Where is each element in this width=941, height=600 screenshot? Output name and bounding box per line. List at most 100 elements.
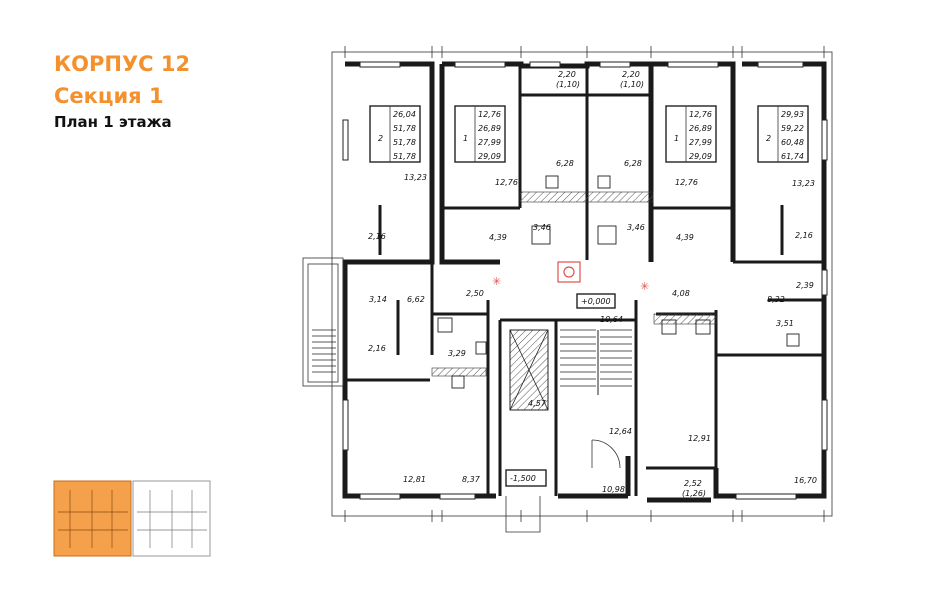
- window: [821, 119, 828, 161]
- area-total-k1: 60,48: [781, 138, 804, 147]
- area-total-k2: 29,09: [478, 152, 501, 161]
- bath-fixture: [451, 375, 465, 389]
- apartment-rooms: 1: [674, 134, 679, 143]
- bath-fixture: [437, 317, 453, 333]
- room-area: 12,76: [675, 178, 698, 187]
- elevator: [509, 329, 549, 411]
- window: [359, 493, 401, 500]
- area-total-k1: 27,99: [478, 138, 501, 147]
- area-living: 26,04: [393, 110, 416, 119]
- level-ground: +0,000: [581, 297, 611, 306]
- room-area: 6,28: [556, 159, 574, 168]
- room-area: (1,10): [620, 80, 644, 89]
- room-area: 3,29: [448, 349, 466, 358]
- room-area: 8,32: [767, 295, 785, 304]
- bath-fixture: [695, 319, 711, 335]
- room-area: 3,51: [776, 319, 794, 328]
- window: [342, 119, 349, 161]
- area-total-k2: 61,74: [781, 152, 804, 161]
- fire-detector-icon: ✳: [640, 281, 649, 293]
- area-living: 12,76: [478, 110, 501, 119]
- room-area: 2,52: [684, 479, 702, 488]
- room-area: 12,81: [403, 475, 426, 484]
- area-living: 12,76: [689, 110, 712, 119]
- plumbing-fixtures: [437, 175, 800, 389]
- area-total-k1: 27,99: [689, 138, 712, 147]
- area-total: 59,22: [781, 124, 804, 133]
- apartment-area-table: 2 29,93 59,22 60,48 61,74: [757, 105, 809, 163]
- area-total: 26,89: [689, 124, 712, 133]
- window: [359, 61, 401, 68]
- windows: [342, 61, 828, 500]
- room-area: 2,20: [622, 70, 640, 79]
- bath-fixture: [597, 175, 611, 189]
- staircase: [560, 329, 632, 395]
- bath-fixture: [786, 333, 800, 347]
- room-area: 3,46: [627, 223, 645, 232]
- room-area: 4,39: [489, 233, 507, 242]
- bath-fixture: [661, 319, 677, 335]
- room-area: 13,23: [792, 179, 815, 188]
- room-area: 2,20: [558, 70, 576, 79]
- building-minimap: [53, 480, 211, 557]
- room-area: 10,98: [602, 485, 625, 494]
- room-area: (1,10): [556, 80, 580, 89]
- apartment-rooms: 2: [378, 134, 383, 143]
- room-area: 2,39: [796, 281, 814, 290]
- room-area: (1,26): [682, 489, 706, 498]
- area-total-k2: 29,09: [689, 152, 712, 161]
- window: [821, 269, 828, 296]
- bath-fixture: [475, 341, 487, 355]
- interior-walls: [345, 66, 824, 496]
- window: [599, 61, 631, 68]
- level-mark-box: [576, 293, 616, 309]
- window: [529, 61, 561, 68]
- apartment-area-table: 1 12,76 26,89 27,99 29,09: [454, 105, 506, 163]
- apartment-rooms: 1: [463, 134, 468, 143]
- apartment-area-table: 2 26,04 51,78 51,78 51,78: [369, 105, 421, 163]
- room-area: 12,91: [688, 434, 711, 443]
- area-total-k2: 51,78: [393, 152, 416, 161]
- bath-fixture: [531, 225, 551, 245]
- external-stair: [302, 257, 344, 387]
- room-area: 13,23: [404, 173, 427, 182]
- room-area: 4,08: [672, 289, 690, 298]
- window: [342, 399, 349, 451]
- room-area: 8,37: [462, 475, 481, 484]
- room-area: 3,46: [533, 223, 551, 232]
- level-basement: -1,500: [510, 474, 536, 483]
- room-area: 6,62: [407, 295, 425, 304]
- room-area: 2,16: [368, 344, 386, 353]
- area-total: 26,89: [478, 124, 501, 133]
- room-area: 6,28: [624, 159, 642, 168]
- floor-plan-title: План 1 этажа: [54, 113, 172, 131]
- area-total-k1: 51,78: [393, 138, 416, 147]
- room-area: 16,70: [794, 476, 817, 485]
- room-area: 2,16: [795, 231, 813, 240]
- entrance-door: [505, 439, 621, 533]
- level-mark-box: [505, 469, 547, 487]
- apartment-rooms: 2: [766, 134, 771, 143]
- window: [735, 493, 797, 500]
- bath-fixture: [597, 225, 617, 245]
- bath-fixture: [545, 175, 559, 189]
- window: [667, 61, 719, 68]
- section-title: Секция 1: [54, 84, 164, 108]
- room-area: 2,50: [466, 289, 484, 298]
- room-area: 2,16: [368, 232, 386, 241]
- hatched-shafts: [431, 191, 717, 411]
- window: [454, 61, 506, 68]
- room-area: 10,64: [600, 315, 623, 324]
- room-area: 4,57: [528, 399, 547, 408]
- window: [439, 493, 476, 500]
- area-total: 51,78: [393, 124, 416, 133]
- window: [757, 61, 804, 68]
- axis-grid: [331, 46, 833, 522]
- wheelchair-icon: [557, 261, 581, 283]
- building-title: КОРПУС 12: [54, 52, 191, 76]
- room-area: 3,14: [369, 295, 387, 304]
- area-living: 29,93: [781, 110, 804, 119]
- room-area: 4,39: [676, 233, 694, 242]
- room-labels: 13,23 2,16 12,76 4,39 3,46 6,28 2,20 (1,…: [368, 70, 817, 498]
